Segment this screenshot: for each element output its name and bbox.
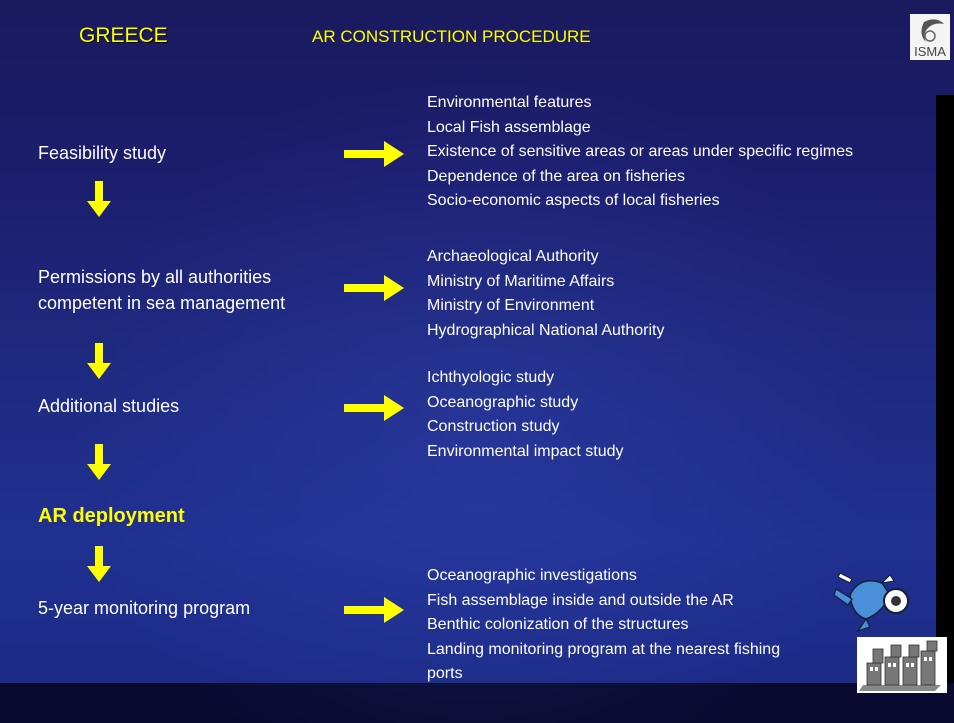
permissions-details-list: Archaeological Authority Ministry of Mar… — [427, 245, 664, 343]
step-ar-deployment: AR deployment — [38, 505, 185, 527]
list-item: Existence of sensitive areas or areas un… — [427, 143, 853, 160]
step-additional-studies: Additional studies — [38, 396, 180, 416]
right-arrow-icon — [344, 395, 404, 421]
down-arrow-icon — [87, 444, 111, 480]
list-item: Environmental features — [427, 94, 592, 111]
step-feasibility-study: Feasibility study — [38, 143, 167, 163]
list-item: Ministry of Environment — [427, 297, 595, 314]
right-edge-strip — [936, 95, 954, 723]
right-arrow-icon — [344, 141, 404, 167]
down-arrow-icon — [87, 343, 111, 379]
list-item: Oceanographic study — [427, 393, 579, 411]
list-item: Landing monitoring program at the neares… — [427, 640, 781, 658]
step-monitoring-program: 5-year monitoring program — [38, 598, 251, 618]
country-title: GREECE — [79, 24, 168, 47]
list-item: Dependence of the area on fisheries — [427, 167, 685, 185]
bottom-band — [0, 683, 954, 723]
right-arrow-icon — [344, 275, 404, 301]
list-item: ports — [427, 665, 463, 682]
reef-structures-clipart-icon — [857, 637, 947, 693]
additional-studies-details-list: Ichthyologic study Oceanographic study C… — [427, 366, 624, 464]
list-item: Benthic colonization of the structures — [427, 616, 689, 633]
isma-logo: ISMA — [910, 14, 950, 60]
step-permissions-line-2: competent in sea management — [38, 293, 286, 313]
right-arrow-icon — [344, 597, 404, 623]
list-item: Environmental impact study — [427, 442, 624, 460]
list-item: Ministry of Maritime Affairs — [427, 272, 615, 290]
down-arrow-icon — [87, 546, 111, 582]
monitoring-details-list: Oceanographic investigations Fish assemb… — [427, 564, 780, 687]
logo-text: ISMA — [914, 44, 946, 59]
list-item: Socio-economic aspects of local fisherie… — [427, 192, 720, 209]
diver-clipart-icon — [833, 572, 909, 633]
step-permissions-line-1: Permissions by all authorities — [38, 267, 272, 287]
list-item: Ichthyologic study — [427, 369, 555, 386]
list-item: Hydrographical National Authority — [427, 321, 665, 339]
list-item: Fish assemblage inside and outside the A… — [427, 591, 734, 609]
list-item: Archaeological Authority — [427, 248, 599, 265]
list-item: Oceanographic investigations — [427, 567, 637, 584]
list-item: Local Fish assemblage — [427, 118, 591, 136]
list-item: Construction study — [427, 418, 560, 435]
page-title: AR CONSTRUCTION PROCEDURE — [312, 27, 591, 46]
feasibility-details-list: Environmental features Local Fish assemb… — [427, 91, 853, 214]
down-arrow-icon — [87, 181, 111, 217]
